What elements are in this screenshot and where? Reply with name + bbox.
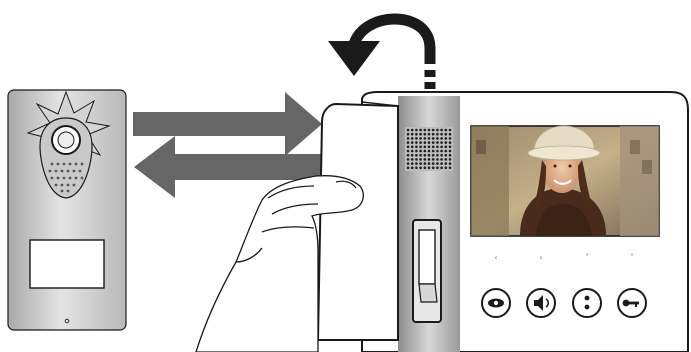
pick-up-arrow-icon bbox=[328, 19, 436, 89]
handset bbox=[318, 104, 398, 340]
speaker-button[interactable] bbox=[527, 289, 555, 317]
nav-label-up: ˄ bbox=[630, 254, 634, 262]
nav-label-right: › bbox=[539, 254, 542, 262]
menu-button[interactable] bbox=[573, 289, 601, 317]
key-button[interactable] bbox=[618, 289, 646, 317]
nav-label-left: ‹ bbox=[494, 254, 497, 262]
nav-label-down: ˅ bbox=[585, 254, 589, 262]
eye-icon bbox=[488, 299, 504, 308]
name-plate bbox=[30, 240, 104, 288]
outdoor-panel bbox=[8, 90, 126, 330]
indoor-monitor bbox=[318, 92, 688, 352]
eye-button[interactable] bbox=[482, 289, 510, 317]
